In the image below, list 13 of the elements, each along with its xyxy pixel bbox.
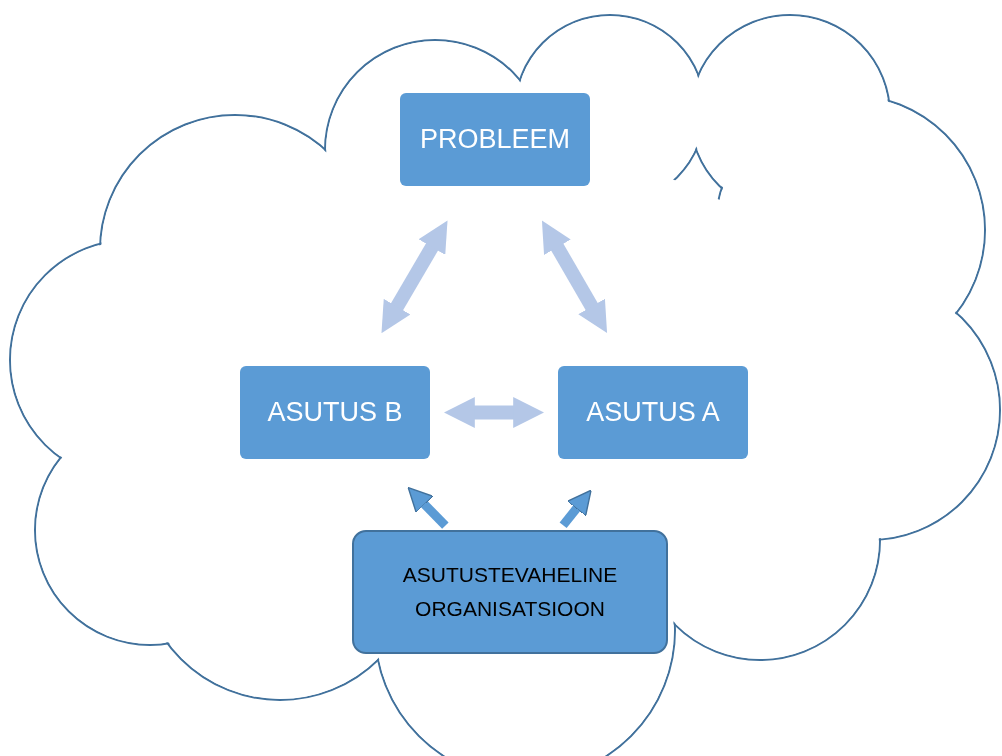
block-arrow [381, 220, 448, 334]
process-box [352, 530, 668, 654]
process-box [400, 93, 590, 186]
block-arrow [444, 397, 544, 428]
block-arrow [541, 220, 608, 334]
process-box [240, 366, 430, 459]
process-box [558, 366, 748, 459]
block-arrow [559, 489, 592, 529]
box-label: PROBLEEM [419, 124, 570, 155]
box-label: ASUTUSTEVAHELINE ORGANISATSIOON [401, 562, 619, 622]
box-label: ASUTUS B [267, 397, 403, 428]
box-label: ASUTUS A [586, 397, 720, 428]
block-arrow [407, 486, 449, 529]
